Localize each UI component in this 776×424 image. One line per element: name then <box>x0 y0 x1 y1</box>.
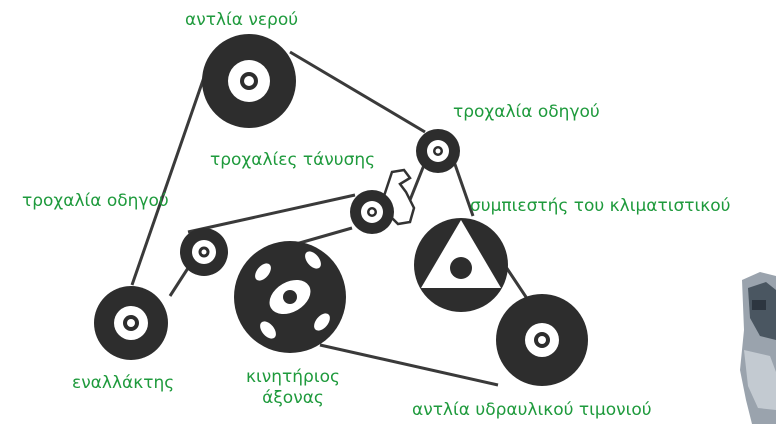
water-pump-label: αντλία νερού <box>185 10 298 30</box>
idler-pulley-left <box>180 228 228 276</box>
alternator-pulley <box>94 286 168 360</box>
crankshaft-pulley <box>234 241 346 353</box>
idler-pulley-left-label: τροχαλία οδηγού <box>22 191 169 211</box>
engine-image-fragment <box>740 272 776 424</box>
crankshaft-label-line1: κινητήριος <box>238 367 348 387</box>
crankshaft-label-line2: άξονας <box>238 388 348 408</box>
ac-compressor-label: συμπιεστής του κλιματιστικού <box>470 196 731 216</box>
power-steering-pump-label: αντλία υδραυλικού τιμονιού <box>412 400 652 420</box>
idler-pulley-right-label: τροχαλία οδηγού <box>453 102 600 122</box>
water-pump-pulley <box>202 34 296 128</box>
alternator-label: εναλλάκτης <box>72 373 174 393</box>
tensioner-pulley <box>350 190 394 234</box>
idler-pulley-right <box>416 129 460 173</box>
tensioner-pulleys-label: τροχαλίες τάνυσης <box>210 150 375 170</box>
ac-compressor-pulley <box>414 218 508 312</box>
power-steering-pump-pulley <box>496 294 588 386</box>
